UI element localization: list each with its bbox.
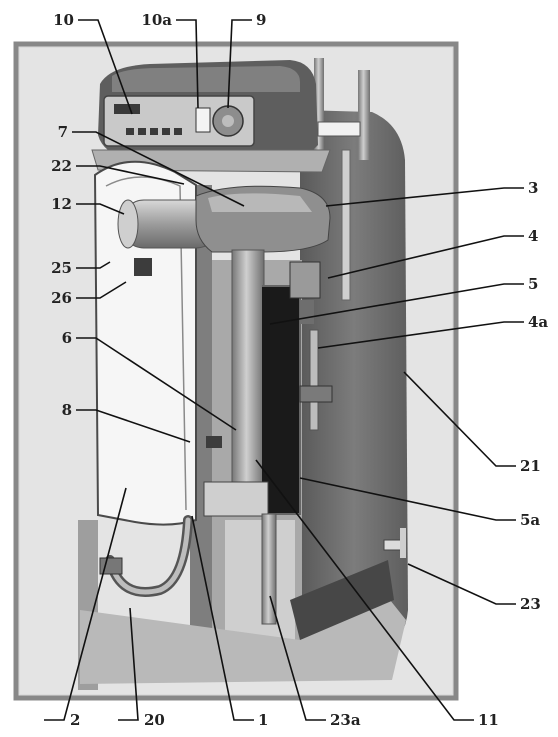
gas-valve-knob [300,300,314,324]
callout-25: 25 [51,259,72,277]
panel-button-3 [150,128,158,135]
callout-6: 6 [62,329,72,347]
sensor-block [206,436,222,448]
callout-22: 22 [51,157,72,175]
gas-valve-pipe [310,330,318,430]
callout-10: 10 [53,11,74,29]
top-pipe-right [358,70,370,160]
callout-3: 3 [528,179,538,197]
gas-pipe [342,150,350,300]
condensate-box [204,482,268,516]
callout-9: 9 [256,11,266,29]
right-tab [384,540,402,550]
panel-switch [196,108,210,132]
callout-26: 26 [51,289,72,307]
burner-tube [232,250,264,500]
callout-12: 12 [51,195,72,213]
top-bracket [318,122,360,136]
callout-5a: 5a [520,511,540,529]
callout-7: 7 [58,123,68,141]
gas-fitting [300,386,332,402]
callout-5: 5 [528,275,538,293]
callout-8: 8 [62,401,72,419]
panel-button-2 [138,128,146,135]
panel-button-1 [126,128,134,135]
callout-23: 23 [520,595,541,613]
callout-1: 1 [258,711,268,729]
flue-pipe-end [118,200,138,248]
callout-10a: 10a [141,11,172,29]
panel-button-5 [174,128,182,135]
callout-4: 4 [528,227,538,245]
ignition-box [134,258,152,276]
callout-20: 20 [144,711,165,729]
panel-dial-center [222,115,234,127]
right-tab-2 [400,528,406,558]
panel-button-4 [162,128,170,135]
gas-valve [290,262,320,298]
panel-display [114,104,140,114]
callout-23a: 23a [330,711,361,729]
callout-21: 21 [520,457,541,475]
callout-4a: 4a [528,313,548,331]
callout-11: 11 [478,711,499,729]
control-housing-highlight [112,66,300,92]
callout-2: 2 [70,711,80,729]
